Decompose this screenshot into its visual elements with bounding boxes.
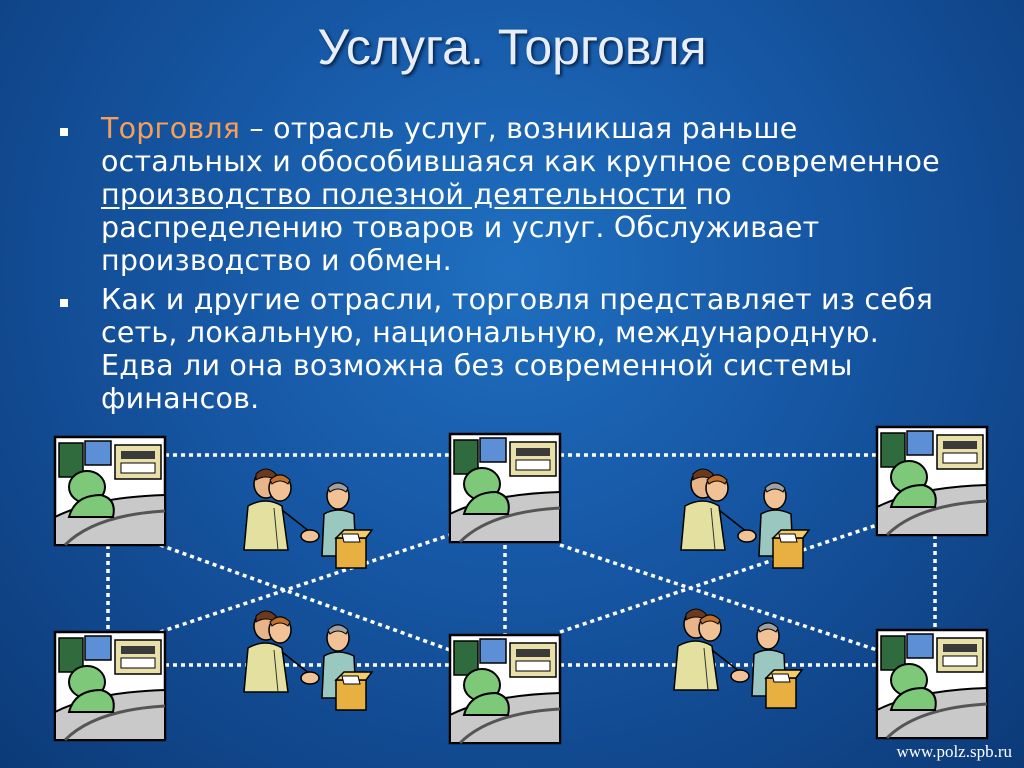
bullet-text-part: по распределению товаров и услуг. Обслуж… [101,178,820,277]
footer-url: www.polz.spb.ru [896,742,1012,761]
handshake-traders-icon [680,468,810,569]
term-trade: Торговля [101,112,241,145]
handshake-traders-icon [243,610,373,711]
link-useful-activity[interactable]: производство полезной деятельности [101,178,687,211]
computer-operator-icon [53,435,167,547]
computer-operator-icon [875,628,989,740]
slide-title: Услуга. Торговля [317,19,707,75]
bullet-item-trade-definition: Торговля – отрасль услуг, возникшая рань… [60,112,960,277]
handshake-traders-icon [243,468,373,569]
handshake-traders-icon [673,608,803,709]
computer-operator-icon [875,425,989,537]
computer-operator-icon [53,630,167,742]
bullet-item-trade-network: Как и другие отрасли, торговля представл… [60,283,960,415]
network-links [106,453,937,667]
bullet-list: Торговля – отрасль услуг, возникшая рань… [60,112,960,421]
computer-operator-icon [448,432,562,544]
bullet-text: Торговля – отрасль услуг, возникшая рань… [101,112,960,277]
bullet-marker [60,128,68,136]
bullet-text: Как и другие отрасли, торговля представл… [101,283,934,415]
bullet-text-part: – отрасль услуг, возникшая раньше осталь… [101,112,940,178]
computer-operator-icon [448,633,562,745]
bullet-marker [60,299,68,307]
